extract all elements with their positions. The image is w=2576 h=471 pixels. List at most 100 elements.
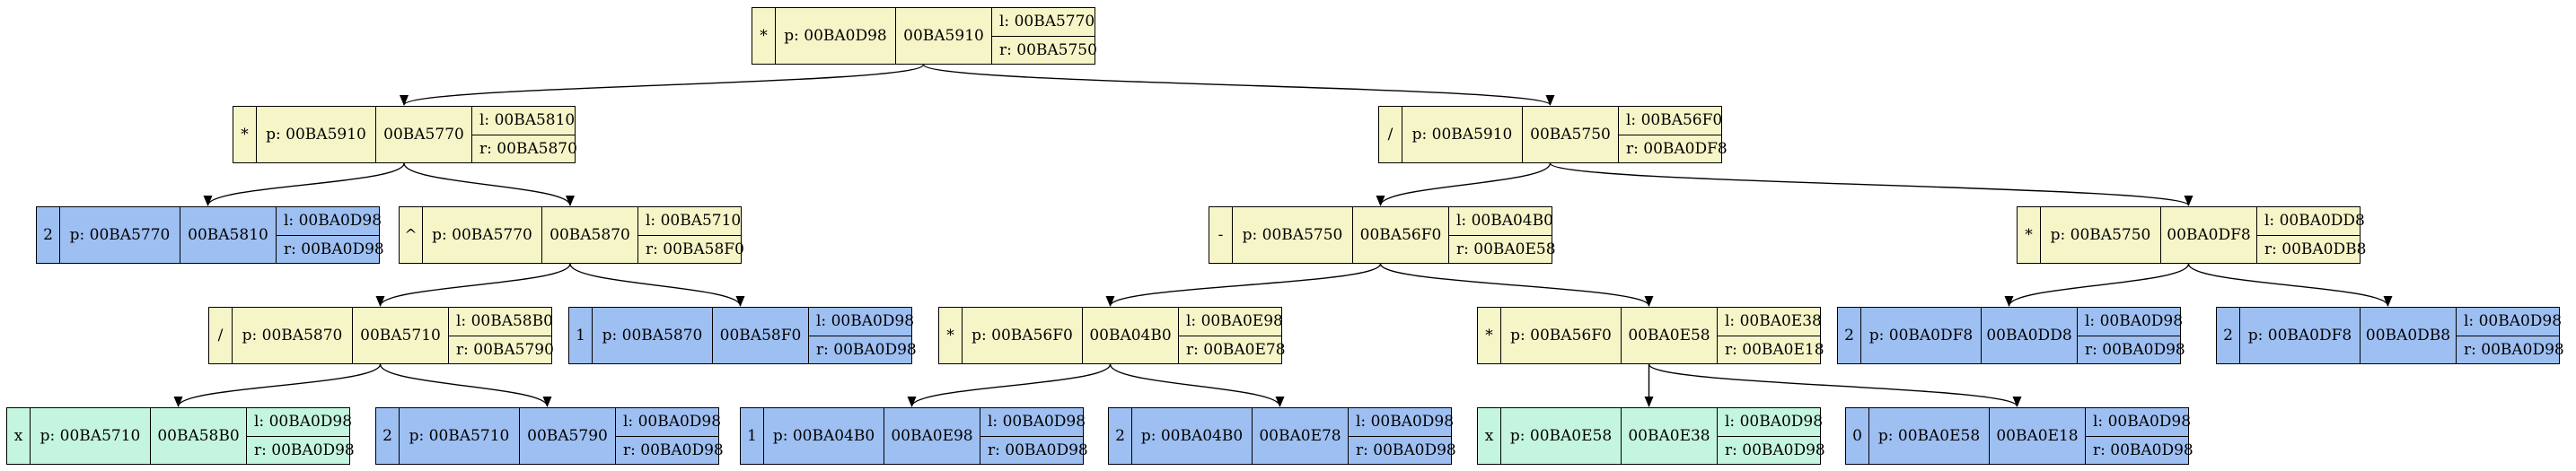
node-type-label: ^ [400, 207, 423, 263]
node-type-label: 2 [1838, 308, 1861, 363]
node-left-pointer: l: 00BA0D98 [1725, 413, 1824, 432]
node-left-pointer: l: 00BA0D98 [2085, 312, 2184, 331]
node-type-label: x [1478, 408, 1501, 464]
node-address: 00BA5770 [376, 107, 472, 162]
node-type-label: - [1209, 207, 1233, 263]
node-right-pointer: r: 00BA5750 [992, 35, 1097, 65]
node-right-pointer: r: 00BA0E18 [1718, 335, 1824, 364]
node-type-label: * [939, 308, 963, 363]
node-address: 00BA5750 [1523, 107, 1619, 162]
node-address: 00BA5810 [180, 207, 277, 263]
node-right-pointer: r: 00BA5790 [449, 335, 554, 364]
edge-n1-n4 [403, 162, 575, 206]
node-children: l: 00BA5770 r: 00BA5750 [992, 8, 1097, 65]
node-address: 00BA58F0 [713, 308, 809, 363]
edge-n1-n3 [203, 162, 405, 206]
node-address: 00BA0E98 [884, 408, 980, 464]
node-left-pointer: l: 00BA0D98 [988, 413, 1086, 432]
node-parent-pointer: p: 00BA04B0 [1132, 408, 1253, 464]
node-address: 00BA58B0 [151, 408, 247, 464]
node-children: l: 00BA0D98 r: 00BA0D98 [2086, 408, 2194, 465]
node-right-pointer: r: 00BA0D98 [616, 435, 724, 465]
node-address: 00BA0DF8 [2161, 207, 2257, 263]
node-right-pointer: r: 00BA0D98 [1349, 435, 1456, 465]
edge-n5-n10 [1379, 263, 1654, 307]
node-type-label: / [209, 308, 233, 363]
node-parent-pointer: p: 00BA56F0 [963, 308, 1083, 363]
node-right-pointer: r: 00BA0E58 [1449, 234, 1556, 264]
node-left-pointer: l: 00BA5770 [999, 13, 1095, 31]
node-left-pointer: l: 00BA0D98 [284, 212, 382, 231]
edge-n2-n5 [1376, 162, 1552, 206]
node-type-label: 1 [741, 408, 764, 464]
node-parent-pointer: p: 00BA0E58 [1869, 408, 1990, 464]
node-address: 00BA0E38 [1622, 408, 1718, 464]
node-type-label: * [2018, 207, 2041, 263]
node-type-label: 2 [2217, 308, 2240, 363]
node-parent-pointer: p: 00BA5750 [1233, 207, 1353, 263]
node-left-pointer: l: 00BA5810 [479, 111, 576, 130]
edge-n2-n6 [1549, 162, 2194, 206]
node-parent-pointer: p: 00BA5770 [423, 207, 542, 263]
node-left-pointer: l: 00BA56F0 [1626, 111, 1723, 130]
node-left-pointer: l: 00BA0D98 [2093, 413, 2192, 432]
node-parent-pointer: p: 00BA04B0 [764, 408, 884, 464]
node-parent-pointer: p: 00BA0DF8 [2240, 308, 2361, 363]
edge-n7-n13 [173, 363, 382, 407]
edge-n5-n9 [1105, 263, 1382, 307]
node-right-pointer: r: 00BA58F0 [638, 234, 744, 264]
node-children: l: 00BA0D98 r: 00BA0D98 [809, 308, 917, 364]
node-parent-pointer: p: 00BA0E58 [1501, 408, 1622, 464]
node-left-pointer: l: 00BA0E98 [1186, 312, 1283, 331]
node-right-pointer: r: 00BA0E78 [1179, 335, 1286, 364]
node-type-label: 1 [569, 308, 593, 363]
node-parent-pointer: p: 00BA5870 [233, 308, 353, 363]
node-type-label: / [1379, 107, 1402, 162]
edge-n0-n1 [400, 64, 925, 106]
node-address: 00BA0E78 [1253, 408, 1349, 464]
node-right-pointer: r: 00BA5870 [472, 134, 577, 163]
node-parent-pointer: p: 00BA5750 [2041, 207, 2161, 263]
node-parent-pointer: p: 00BA5710 [31, 408, 151, 464]
node-right-pointer: r: 00BA0D98 [980, 435, 1088, 465]
edge-n4-n7 [375, 263, 571, 307]
node-right-pointer: r: 00BA0D98 [277, 234, 384, 264]
node-left-pointer: l: 00BA0D98 [816, 312, 915, 331]
node-type-label: * [1478, 308, 1501, 363]
node-address: 00BA0E18 [1990, 408, 2086, 464]
node-right-pointer: r: 00BA0D98 [2086, 435, 2194, 465]
node-left-pointer: l: 00BA0DD8 [2264, 212, 2365, 231]
node-children: l: 00BA0D98 r: 00BA0D98 [980, 408, 1088, 465]
node-type-label: * [752, 8, 776, 64]
node-right-pointer: r: 00BA0D98 [809, 335, 917, 364]
edge-n0-n2 [922, 64, 1555, 106]
node-left-pointer: l: 00BA0E38 [1725, 312, 1822, 331]
node-children: l: 00BA5810 r: 00BA5870 [472, 107, 577, 163]
edge-n9-n16 [1109, 363, 1285, 407]
